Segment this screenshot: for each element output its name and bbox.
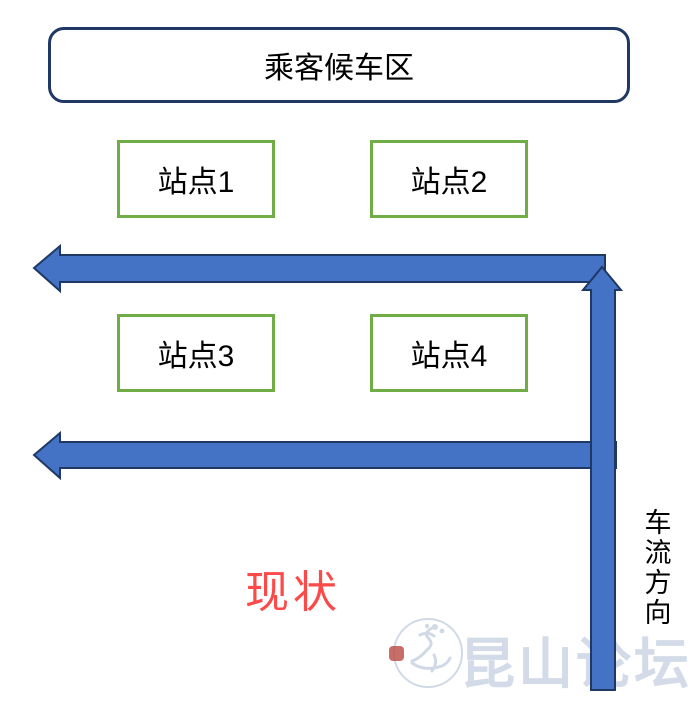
traffic-direction-label: 车流方向 — [644, 508, 672, 628]
station-3-label: 站点3 — [157, 340, 235, 373]
station-1-label: 站点1 — [157, 166, 235, 199]
forum-logo-icon — [393, 618, 463, 688]
watermark: 昆山论坛 — [388, 613, 688, 705]
station-box-1: 站点1 — [117, 140, 275, 218]
station-4-label: 站点4 — [410, 340, 488, 373]
station-box-4: 站点4 — [370, 314, 528, 392]
watermark-seal-icon — [389, 646, 404, 661]
current-state-label: 现状 — [245, 568, 341, 617]
upper-road-left-arrow-icon — [32, 243, 606, 294]
station-box-2: 站点2 — [370, 140, 528, 218]
station-2-label: 站点2 — [410, 166, 488, 199]
station-box-3: 站点3 — [117, 314, 275, 392]
watermark-text: 昆山论坛 — [460, 633, 688, 695]
lower-road-left-arrow-icon — [32, 430, 617, 481]
waiting-area-label: 乘客候车区 — [264, 52, 414, 85]
waiting-area-box: 乘客候车区 — [48, 27, 630, 103]
